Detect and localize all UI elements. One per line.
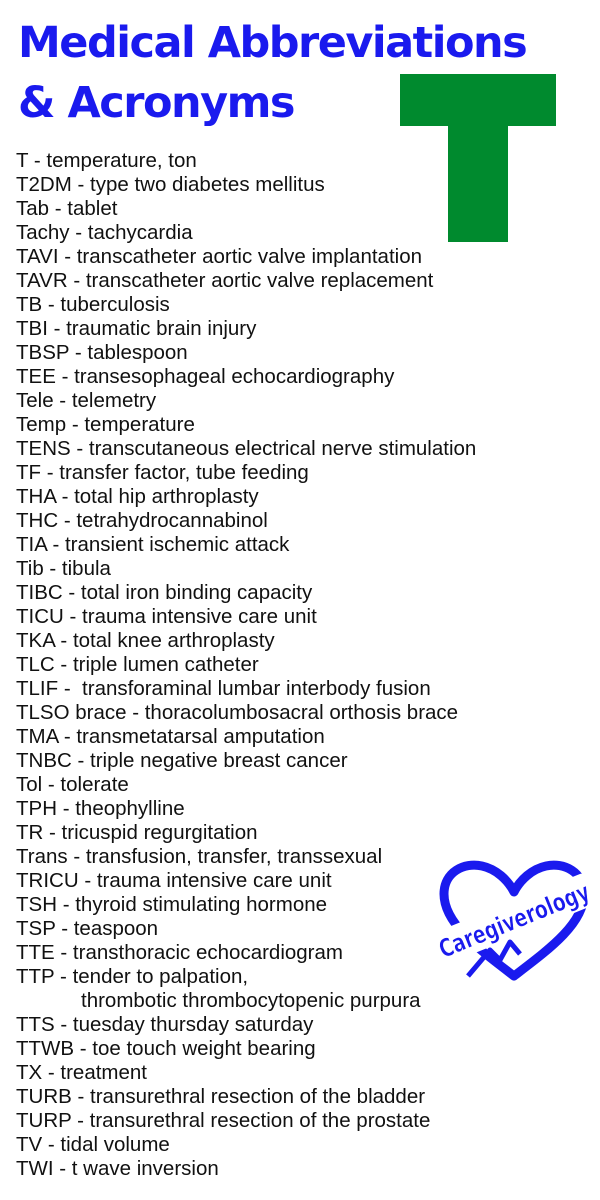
abbreviation-entry: T - temperature, ton bbox=[16, 149, 476, 173]
abbreviation-text: TURB - transurethral resection of the bl… bbox=[16, 1085, 426, 1108]
abbreviation-text: TPH - theophylline bbox=[16, 797, 185, 820]
abbreviation-text: TF - transfer factor, tube feeding bbox=[16, 461, 309, 484]
abbreviation-entry: TLC - triple lumen catheter bbox=[16, 653, 476, 677]
abbreviation-text: TURP - transurethral resection of the pr… bbox=[16, 1109, 431, 1132]
abbreviation-text: TIA - transient ischemic attack bbox=[16, 533, 290, 556]
abbreviation-text: Tol - tolerate bbox=[16, 773, 129, 796]
abbreviation-entry: TAVR - transcatheter aortic valve replac… bbox=[16, 269, 476, 293]
abbreviation-text: TLC - triple lumen catheter bbox=[16, 653, 259, 676]
abbreviation-text: TV - tidal volume bbox=[16, 1133, 170, 1156]
abbreviation-text: Tele - telemetry bbox=[16, 389, 157, 412]
abbreviation-text: TIBC - total iron binding capacity bbox=[16, 581, 313, 604]
big-letter-t-graphic bbox=[400, 74, 556, 242]
abbreviation-entry: TEE - transesophageal echocardiography bbox=[16, 365, 476, 389]
abbreviation-entry: Trans - transfusion, transfer, transsexu… bbox=[16, 845, 476, 869]
abbreviation-entry: TENS - transcutaneous electrical nerve s… bbox=[16, 437, 476, 461]
abbreviation-text: TRICU - trauma intensive care unit bbox=[16, 869, 332, 892]
abbreviation-entry: TX - treatment bbox=[16, 1061, 476, 1085]
abbreviation-text: TTWB - toe touch weight bearing bbox=[16, 1037, 316, 1060]
abbreviation-entry: TRICU - trauma intensive care unit bbox=[16, 869, 476, 893]
abbreviation-entry: Tol - tolerate bbox=[16, 773, 476, 797]
abbreviation-entry: THC - tetrahydrocannabinol bbox=[16, 509, 476, 533]
abbreviation-text: TMA - transmetatarsal amputation bbox=[16, 725, 325, 748]
abbreviation-text: T - temperature, ton bbox=[16, 149, 197, 172]
abbreviation-entry: TICU - trauma intensive care unit bbox=[16, 605, 476, 629]
abbreviation-entry: THA - total hip arthroplasty bbox=[16, 485, 476, 509]
abbreviation-text: TWI - t wave inversion bbox=[16, 1157, 219, 1180]
abbreviation-text: TBI - traumatic brain injury bbox=[16, 317, 257, 340]
abbreviation-text: Trans - transfusion, transfer, transsexu… bbox=[16, 845, 383, 868]
page-title-line-2: & Acronyms bbox=[18, 78, 296, 128]
abbreviation-entry: TBSP - tablespoon bbox=[16, 341, 476, 365]
abbreviation-text: TSP - teaspoon bbox=[16, 917, 159, 940]
abbreviation-text: TLSO brace - thoracolumbosacral orthosis… bbox=[16, 701, 459, 724]
abbreviation-text: TBSP - tablespoon bbox=[16, 341, 188, 364]
abbreviation-entry: TMA - transmetatarsal amputation bbox=[16, 725, 476, 749]
abbreviation-text: TR - tricuspid regurgitation bbox=[16, 821, 258, 844]
abbreviation-text: TAVR - transcatheter aortic valve replac… bbox=[16, 269, 434, 292]
abbreviation-text: TICU - trauma intensive care unit bbox=[16, 605, 317, 628]
abbreviation-text: TLIF - transforaminal lumbar interbody f… bbox=[16, 677, 431, 700]
abbreviation-text: TB - tuberculosis bbox=[16, 293, 170, 316]
caregiverology-logo: Caregiverology bbox=[431, 860, 597, 981]
letter-t-stem bbox=[448, 124, 508, 242]
abbreviation-entry: TWI - t wave inversion bbox=[16, 1157, 476, 1181]
abbreviation-text: TX - treatment bbox=[16, 1061, 148, 1084]
abbreviation-text: Tib - tibula bbox=[16, 557, 111, 580]
abbreviation-entry: TB - tuberculosis bbox=[16, 293, 476, 317]
abbreviation-entry: TURB - transurethral resection of the bl… bbox=[16, 1085, 476, 1109]
abbreviation-text: TAVI - transcatheter aortic valve implan… bbox=[16, 245, 422, 268]
abbreviation-entry: TIBC - total iron binding capacity bbox=[16, 581, 476, 605]
logo-banner bbox=[431, 873, 597, 965]
abbreviation-text: TENS - transcutaneous electrical nerve s… bbox=[16, 437, 477, 460]
abbreviation-entry: TIA - transient ischemic attack bbox=[16, 533, 476, 557]
abbreviation-entry: TF - transfer factor, tube feeding bbox=[16, 461, 476, 485]
abbreviation-entry: TSH - thyroid stimulating hormone bbox=[16, 893, 476, 917]
abbreviation-text: TSH - thyroid stimulating hormone bbox=[16, 893, 328, 916]
abbreviation-text: TTP - tender to palpation, bbox=[16, 965, 249, 988]
abbreviation-text: TEE - transesophageal echocardiography bbox=[16, 365, 395, 388]
abbreviation-entry: Tib - tibula bbox=[16, 557, 476, 581]
abbreviation-entry: Tachy - tachycardia bbox=[16, 221, 476, 245]
abbreviation-entry: TR - tricuspid regurgitation bbox=[16, 821, 476, 845]
abbreviation-entry: TLIF - transforaminal lumbar interbody f… bbox=[16, 677, 476, 701]
abbreviation-text: T2DM - type two diabetes mellitus bbox=[16, 173, 325, 196]
abbreviation-entry: TTP - tender to palpation,thrombotic thr… bbox=[16, 965, 476, 1013]
abbreviation-text: TTE - transthoracic echocardiogram bbox=[16, 941, 343, 964]
abbreviation-entry: TKA - total knee arthroplasty bbox=[16, 629, 476, 653]
abbreviation-text: TTS - tuesday thursday saturday bbox=[16, 1013, 314, 1036]
heartbeat-line-icon bbox=[466, 939, 522, 978]
abbreviation-entry: TURP - transurethral resection of the pr… bbox=[16, 1109, 476, 1133]
abbreviation-entry: T2DM - type two diabetes mellitus bbox=[16, 173, 476, 197]
abbreviation-text: Temp - temperature bbox=[16, 413, 195, 436]
abbreviation-entry: Tab - tablet bbox=[16, 197, 476, 221]
abbreviation-text: Tachy - tachycardia bbox=[16, 221, 193, 244]
abbreviation-continuation: thrombotic thrombocytopenic purpura bbox=[81, 989, 421, 1012]
abbreviation-entry: TTWB - toe touch weight bearing bbox=[16, 1037, 476, 1061]
page-title-line-1: Medical Abbreviations bbox=[18, 18, 528, 68]
abbreviation-entry: TTE - transthoracic echocardiogram bbox=[16, 941, 476, 965]
abbreviation-text: THC - tetrahydrocannabinol bbox=[16, 509, 268, 532]
abbreviation-entry: Temp - temperature bbox=[16, 413, 476, 437]
abbreviation-entry: TSP - teaspoon bbox=[16, 917, 476, 941]
abbreviation-text: TNBC - triple negative breast cancer bbox=[16, 749, 348, 772]
abbreviation-text: Tab - tablet bbox=[16, 197, 118, 220]
abbreviation-entry: TLSO brace - thoracolumbosacral orthosis… bbox=[16, 701, 476, 725]
abbreviation-entry: Tele - telemetry bbox=[16, 389, 476, 413]
abbreviation-entry: TPH - theophylline bbox=[16, 797, 476, 821]
abbreviation-text: THA - total hip arthroplasty bbox=[16, 485, 259, 508]
abbreviation-entry: TV - tidal volume bbox=[16, 1133, 476, 1157]
abbreviation-entry: TAVI - transcatheter aortic valve implan… bbox=[16, 245, 476, 269]
abbreviation-entry: TTS - tuesday thursday saturday bbox=[16, 1013, 476, 1037]
letter-t-crossbar bbox=[400, 74, 556, 126]
abbreviation-entry: TNBC - triple negative breast cancer bbox=[16, 749, 476, 773]
abbreviation-entry: TBI - traumatic brain injury bbox=[16, 317, 476, 341]
abbreviation-text: TKA - total knee arthroplasty bbox=[16, 629, 275, 652]
